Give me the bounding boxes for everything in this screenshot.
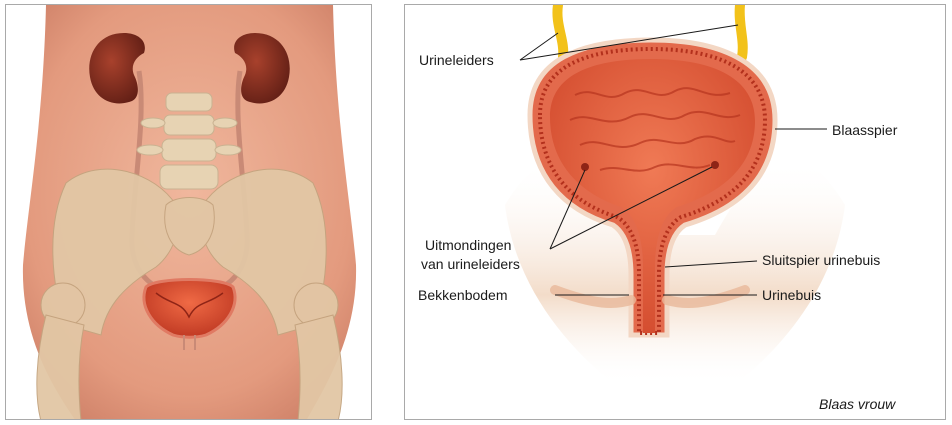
figure-caption: Blaas vrouw xyxy=(819,396,895,412)
ureter-left-tube xyxy=(557,5,563,57)
label-ureter-openings-line1: Uitmondingen xyxy=(425,237,511,253)
label-urethral-sphincter: Sluitspier urinebuis xyxy=(762,252,880,268)
label-urethra: Urinebuis xyxy=(762,287,821,303)
ureter-right-tube xyxy=(740,5,743,57)
bladder-cross-section-panel: Urineleiders Blaasspier Uitmondingen van… xyxy=(404,4,946,420)
label-bladder-muscle: Blaasspier xyxy=(832,122,897,138)
ureter-opening-right xyxy=(711,161,719,169)
anatomy-overview-illustration xyxy=(6,5,372,420)
label-ureters: Urineleiders xyxy=(419,52,494,68)
label-ureter-openings-line2: van urineleiders xyxy=(421,256,520,272)
anatomy-overview-panel xyxy=(5,4,372,420)
ureter-opening-left xyxy=(581,163,589,171)
label-pelvic-floor: Bekkenbodem xyxy=(418,287,508,303)
